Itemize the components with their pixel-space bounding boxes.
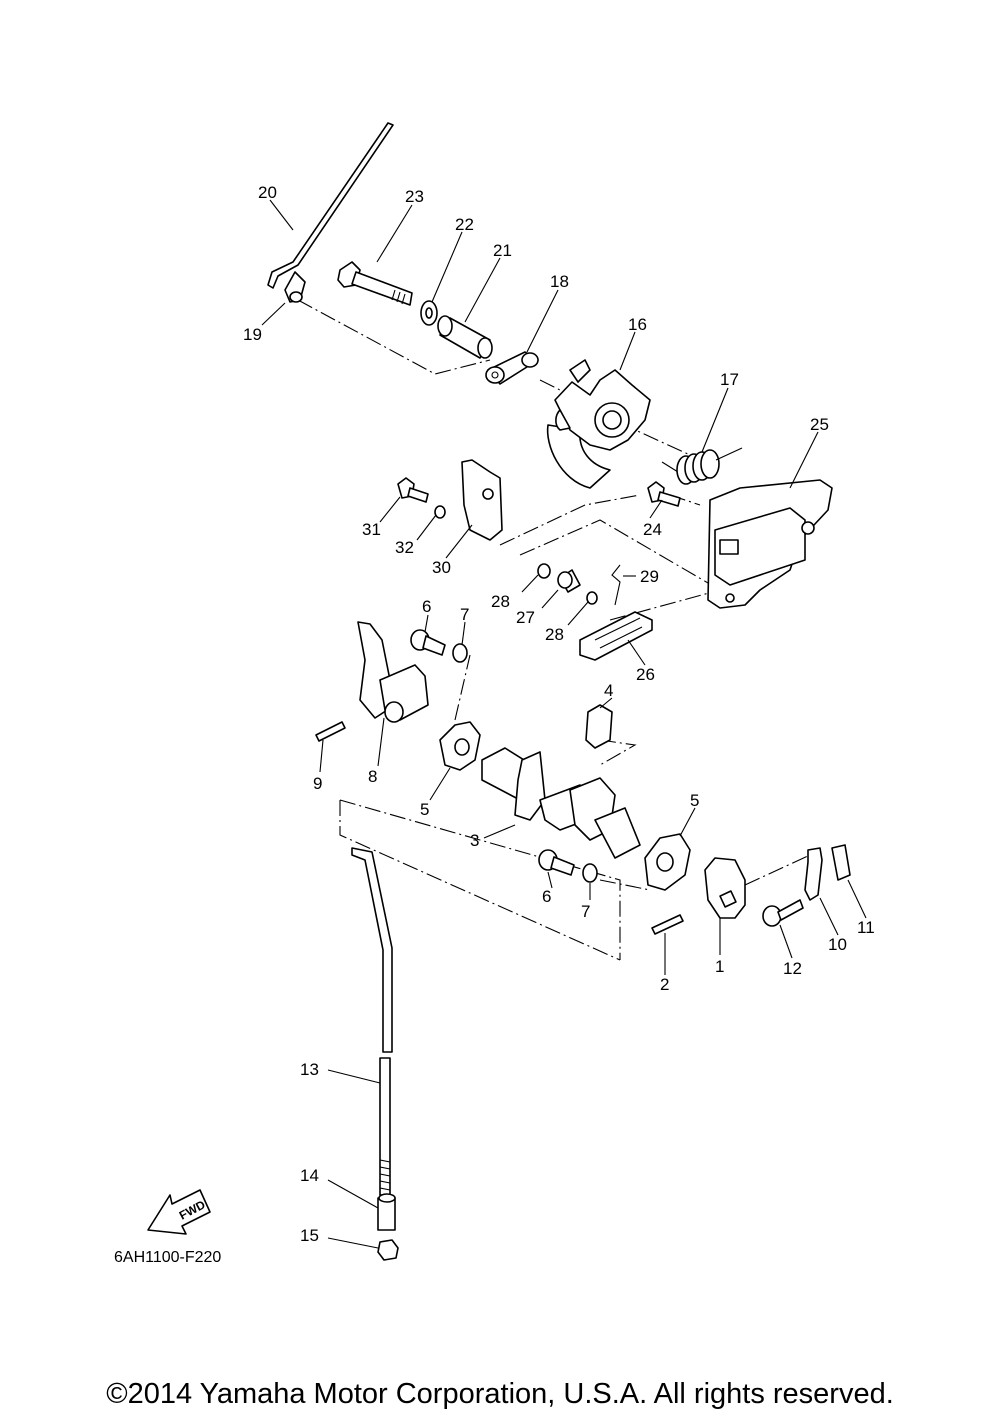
part-28-washer-a xyxy=(537,563,551,579)
callout-6-lower: 6 xyxy=(542,887,551,906)
callout-3: 3 xyxy=(470,831,479,850)
part-32-washer xyxy=(434,505,446,519)
callout-14: 14 xyxy=(300,1166,319,1185)
callout-7-lower: 7 xyxy=(581,902,590,921)
part-5-clamp-upper xyxy=(439,721,481,771)
callout-27: 27 xyxy=(516,608,535,627)
part-15-nut xyxy=(377,1239,399,1261)
part-10-plate xyxy=(804,847,823,901)
part-6-bolt-upper xyxy=(410,629,446,656)
callout-23: 23 xyxy=(405,187,424,206)
callout-2: 2 xyxy=(660,975,669,994)
part-6-bolt-lower xyxy=(538,849,575,876)
callout-25: 25 xyxy=(810,415,829,434)
part-3-shaft xyxy=(481,747,641,859)
part-24-screw xyxy=(647,481,681,507)
callout-6-upper: 6 xyxy=(422,597,431,616)
callout-32: 32 xyxy=(395,538,414,557)
callout-labels: 20 19 23 22 21 18 16 17 25 24 31 32 30 2… xyxy=(243,183,875,1245)
callout-11: 11 xyxy=(857,918,875,937)
callout-1: 1 xyxy=(715,957,724,976)
diagram-code: 6AH1100-F220 xyxy=(114,1249,221,1266)
part-1-lever xyxy=(704,857,746,919)
callout-7-upper: 7 xyxy=(460,605,469,624)
callout-16: 16 xyxy=(628,315,647,334)
callout-10: 10 xyxy=(828,935,847,954)
part-7-washer-upper xyxy=(452,643,468,663)
part-5-clamp-lower xyxy=(644,833,691,891)
callout-26: 26 xyxy=(636,665,655,684)
callout-15: 15 xyxy=(300,1226,319,1245)
part-26-slider xyxy=(579,611,653,661)
part-30-bracket xyxy=(461,459,503,541)
callout-30: 30 xyxy=(432,558,451,577)
callout-5-upper: 5 xyxy=(420,800,429,819)
part-27-collar xyxy=(557,569,581,593)
part-19-clip xyxy=(284,271,306,303)
callout-9: 9 xyxy=(313,774,322,793)
part-22-washer xyxy=(420,300,438,326)
part-31-screw xyxy=(397,477,429,503)
callout-22: 22 xyxy=(455,215,474,234)
callout-28-a: 28 xyxy=(491,592,510,611)
part-25-bracket xyxy=(707,479,833,609)
part-21-collar xyxy=(437,315,493,359)
callout-8: 8 xyxy=(368,767,377,786)
part-7-washer-lower xyxy=(582,863,598,883)
part-8-lever xyxy=(357,621,429,723)
fwd-arrow-icon: FWD xyxy=(147,1189,211,1235)
part-11-plate xyxy=(831,844,851,881)
part-23-bolt xyxy=(337,261,413,306)
leader-lines xyxy=(261,199,867,1249)
part-16-cam-assembly xyxy=(546,359,651,489)
part-29-pin xyxy=(611,564,621,606)
callout-17: 17 xyxy=(720,370,739,389)
part-9-pin xyxy=(315,721,346,742)
callout-29: 29 xyxy=(640,567,659,586)
callout-12: 12 xyxy=(783,959,802,978)
callout-5-lower: 5 xyxy=(690,791,699,810)
part-14-spacer xyxy=(377,1193,396,1231)
part-13-rod xyxy=(351,847,393,1196)
copyright-notice: ©2014 Yamaha Motor Corporation, U.S.A. A… xyxy=(106,1378,894,1410)
callout-21: 21 xyxy=(493,241,512,260)
part-28-washer-b xyxy=(586,591,598,605)
callout-20: 20 xyxy=(258,183,277,202)
part-12-screw xyxy=(762,899,804,927)
part-17-spring xyxy=(661,447,743,485)
callout-13: 13 xyxy=(300,1060,319,1079)
callout-31: 31 xyxy=(362,520,381,539)
callout-18: 18 xyxy=(550,272,569,291)
part-4-clip xyxy=(585,704,613,749)
callout-4: 4 xyxy=(604,681,613,700)
part-20-rod xyxy=(267,122,394,289)
callout-19: 19 xyxy=(243,325,262,344)
callout-24: 24 xyxy=(643,520,662,539)
callout-28-b: 28 xyxy=(545,625,564,644)
part-2-pin xyxy=(651,914,684,935)
part-18-link xyxy=(485,351,539,385)
